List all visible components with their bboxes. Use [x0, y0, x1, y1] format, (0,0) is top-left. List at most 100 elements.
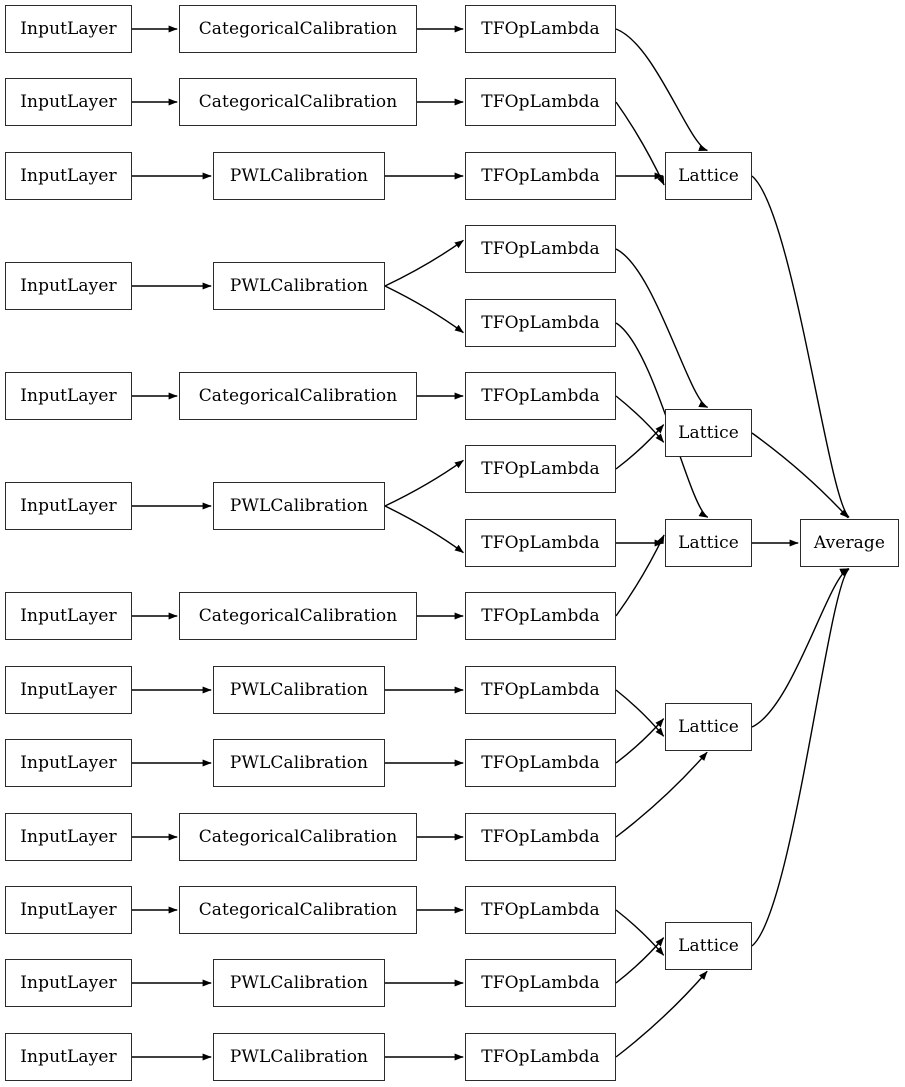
edge-cal4-to-op4 — [384, 239, 464, 287]
node-label: Lattice — [678, 716, 739, 737]
node-label: InputLayer — [20, 275, 117, 296]
node-cal12[interactable]: PWLCalibration — [213, 959, 385, 1007]
node-label: InputLayer — [20, 899, 117, 920]
node-label: TFOpLambda — [481, 679, 600, 700]
node-cal6[interactable]: PWLCalibration — [213, 482, 385, 530]
node-label: PWLCalibration — [229, 495, 369, 516]
node-cal7[interactable]: CategoricalCalibration — [179, 592, 417, 640]
edge-op11-to-lat4 — [615, 718, 665, 764]
node-op5[interactable]: TFOpLambda — [465, 299, 616, 347]
node-cal11[interactable]: CategoricalCalibration — [179, 886, 417, 934]
node-label: PWLCalibration — [229, 275, 369, 296]
node-label: PWLCalibration — [229, 1046, 369, 1067]
node-cal9[interactable]: PWLCalibration — [213, 739, 385, 787]
node-lat1[interactable]: Lattice — [665, 152, 752, 200]
node-avg[interactable]: Average — [800, 519, 899, 567]
node-label: TFOpLambda — [481, 605, 600, 626]
node-cal3[interactable]: PWLCalibration — [213, 152, 385, 200]
node-lat2[interactable]: Lattice — [665, 409, 752, 457]
node-label: InputLayer — [20, 605, 117, 626]
node-op15[interactable]: TFOpLambda — [465, 1033, 616, 1081]
node-label: InputLayer — [20, 679, 117, 700]
node-in6[interactable]: InputLayer — [5, 482, 132, 530]
node-lat3[interactable]: Lattice — [665, 519, 752, 567]
node-label: CategoricalCalibration — [198, 826, 398, 847]
node-label: TFOpLambda — [481, 165, 600, 186]
node-label: TFOpLambda — [481, 752, 600, 773]
node-op8[interactable]: TFOpLambda — [465, 519, 616, 567]
node-op9[interactable]: TFOpLambda — [465, 592, 616, 640]
node-label: Average — [813, 532, 886, 553]
node-label: PWLCalibration — [229, 972, 369, 993]
edge-op12-to-lat4 — [615, 751, 708, 838]
node-label: CategoricalCalibration — [198, 385, 398, 406]
node-cal8[interactable]: PWLCalibration — [213, 666, 385, 714]
node-label: TFOpLambda — [481, 972, 600, 993]
node-label: InputLayer — [20, 91, 117, 112]
node-op11[interactable]: TFOpLambda — [465, 739, 616, 787]
node-op1[interactable]: TFOpLambda — [465, 5, 616, 53]
node-cal13[interactable]: PWLCalibration — [213, 1033, 385, 1081]
node-op2[interactable]: TFOpLambda — [465, 78, 616, 126]
node-label: InputLayer — [20, 385, 117, 406]
node-label: CategoricalCalibration — [198, 91, 398, 112]
node-op14[interactable]: TFOpLambda — [465, 959, 616, 1007]
edge-op4-to-lat2 — [615, 248, 708, 409]
node-label: TFOpLambda — [481, 385, 600, 406]
node-in11[interactable]: InputLayer — [5, 886, 132, 934]
node-label: TFOpLambda — [481, 91, 600, 112]
node-label: InputLayer — [20, 826, 117, 847]
node-op3[interactable]: TFOpLambda — [465, 152, 616, 200]
node-op4[interactable]: TFOpLambda — [465, 225, 616, 273]
node-cal1[interactable]: CategoricalCalibration — [179, 5, 417, 53]
edge-op6-to-lat2 — [615, 395, 665, 443]
edge-op15-to-lat5 — [615, 970, 708, 1058]
node-cal2[interactable]: CategoricalCalibration — [179, 78, 417, 126]
node-lat5[interactable]: Lattice — [665, 922, 752, 970]
edge-cal6-to-op7 — [384, 459, 464, 507]
node-label: PWLCalibration — [229, 679, 369, 700]
node-in7[interactable]: InputLayer — [5, 592, 132, 640]
node-cal10[interactable]: CategoricalCalibration — [179, 813, 417, 861]
node-in10[interactable]: InputLayer — [5, 813, 132, 861]
node-label: InputLayer — [20, 18, 117, 39]
node-label: TFOpLambda — [481, 458, 600, 479]
edge-lat5-to-avg — [751, 568, 850, 947]
node-label: CategoricalCalibration — [198, 605, 398, 626]
node-op7[interactable]: TFOpLambda — [465, 445, 616, 493]
edge-op1-to-lat1 — [615, 28, 708, 152]
node-cal5[interactable]: CategoricalCalibration — [179, 372, 417, 420]
node-label: InputLayer — [20, 165, 117, 186]
edge-op7-to-lat2 — [615, 424, 665, 470]
edge-op10-to-lat4 — [615, 689, 665, 737]
node-in13[interactable]: InputLayer — [5, 1033, 132, 1081]
node-label: TFOpLambda — [481, 899, 600, 920]
node-in3[interactable]: InputLayer — [5, 152, 132, 200]
node-op12[interactable]: TFOpLambda — [465, 813, 616, 861]
edge-lat4-to-avg — [751, 567, 849, 728]
node-label: InputLayer — [20, 972, 117, 993]
node-in5[interactable]: InputLayer — [5, 372, 132, 420]
node-in12[interactable]: InputLayer — [5, 959, 132, 1007]
node-in1[interactable]: InputLayer — [5, 5, 132, 53]
node-label: PWLCalibration — [229, 165, 369, 186]
node-in4[interactable]: InputLayer — [5, 262, 132, 310]
node-in2[interactable]: InputLayer — [5, 78, 132, 126]
edge-lat1-to-avg — [751, 175, 850, 518]
node-in9[interactable]: InputLayer — [5, 739, 132, 787]
node-label: CategoricalCalibration — [198, 18, 398, 39]
node-op10[interactable]: TFOpLambda — [465, 666, 616, 714]
edge-cal4-to-op5 — [384, 285, 464, 334]
node-label: TFOpLambda — [481, 312, 600, 333]
node-op13[interactable]: TFOpLambda — [465, 886, 616, 934]
node-cal4[interactable]: PWLCalibration — [213, 262, 385, 310]
node-label: CategoricalCalibration — [198, 899, 398, 920]
node-in8[interactable]: InputLayer — [5, 666, 132, 714]
edge-lat2-to-avg — [751, 432, 849, 519]
edge-op14-to-lat5 — [615, 937, 665, 984]
node-op6[interactable]: TFOpLambda — [465, 372, 616, 420]
edge-cal6-to-op8 — [384, 505, 464, 554]
node-lat4[interactable]: Lattice — [665, 703, 752, 751]
